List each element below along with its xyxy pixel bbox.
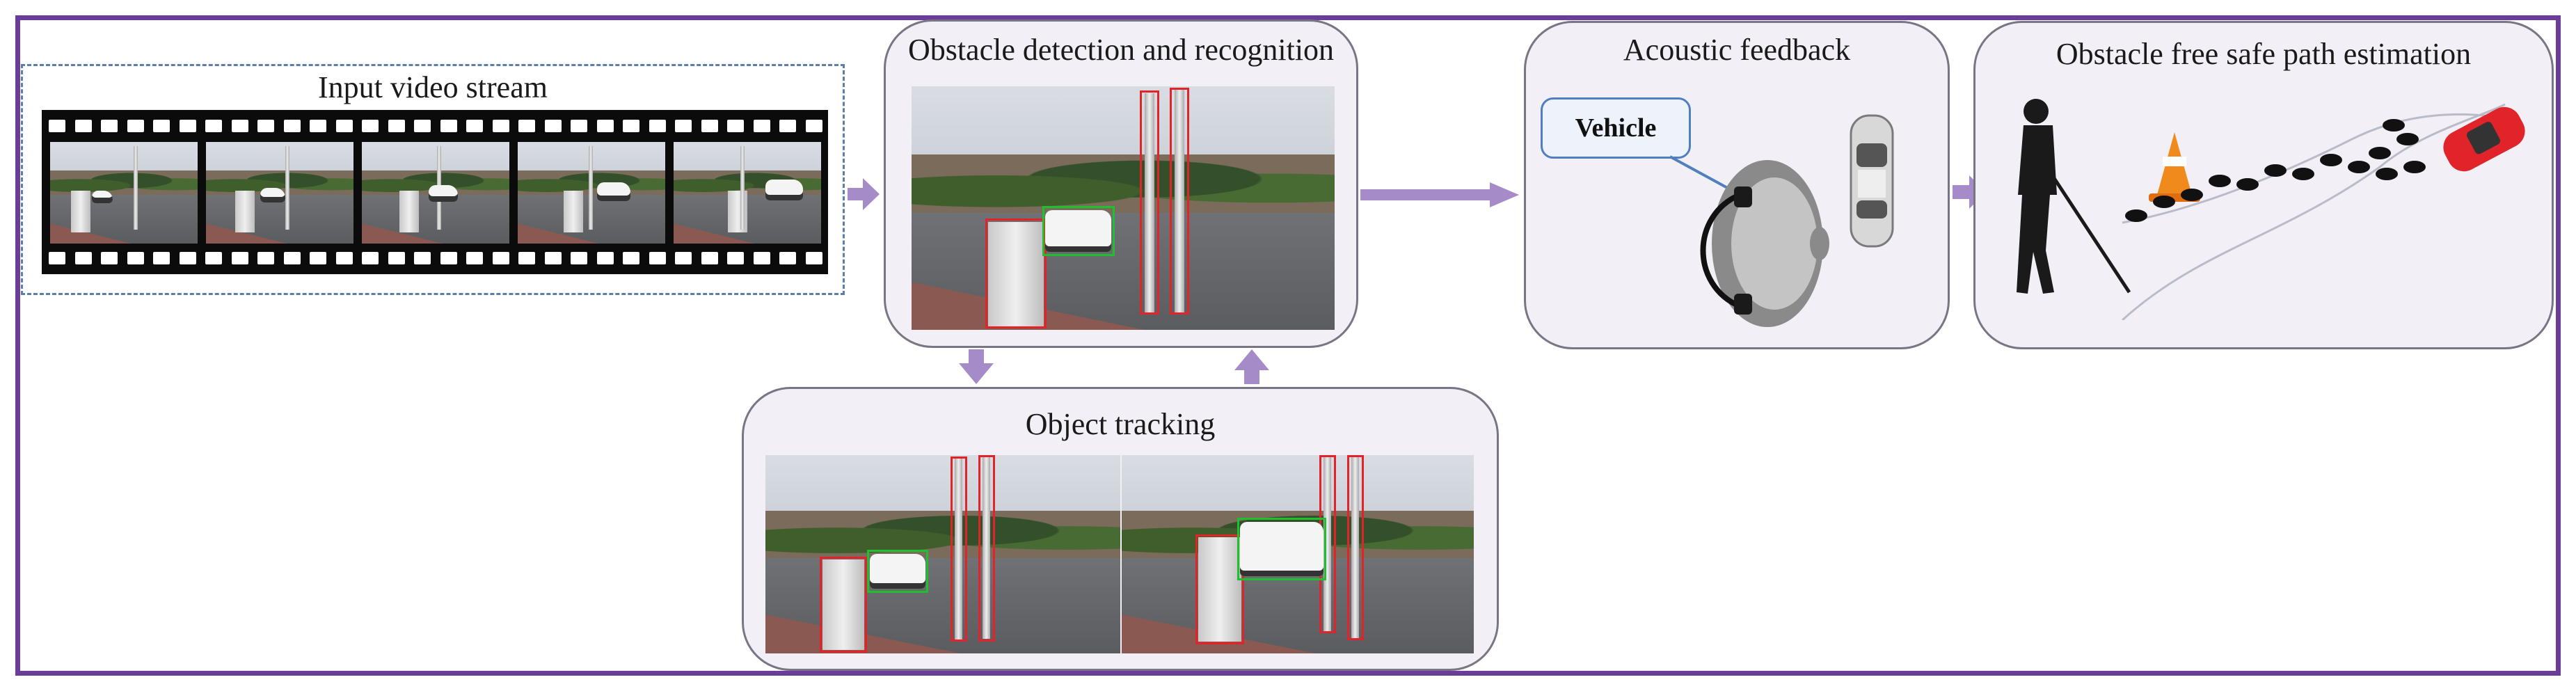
film-perforation: [49, 120, 65, 132]
film-perforation: [701, 252, 718, 264]
film-perforation: [205, 252, 222, 264]
film-perforation: [283, 120, 301, 132]
head-headphones-icon: [1669, 155, 1829, 327]
arrow-detection-to-tracking: [959, 349, 994, 384]
film-perforation: [74, 120, 92, 132]
tracking-image-2: [1122, 455, 1474, 653]
film-perforation: [101, 252, 118, 264]
film-perforation: [283, 252, 301, 264]
film-perforation: [779, 120, 796, 132]
film-perforation: [127, 252, 144, 264]
tracking-box-pole-1a: [951, 456, 967, 642]
film-perforation: [492, 120, 509, 132]
input-video-title: Input video stream: [318, 70, 548, 104]
film-perforation: [335, 252, 353, 264]
film-perforation: [179, 120, 196, 132]
detection-box-car: [1042, 206, 1115, 256]
film-perforation: [649, 120, 666, 132]
film-perforation: [414, 120, 431, 132]
footprints-icon: [2125, 119, 2426, 222]
tracking-box-pole-2b: [1347, 455, 1364, 640]
arrow-input-to-detection: [848, 178, 880, 210]
film-perforation: [466, 120, 483, 132]
video-frame: [362, 142, 509, 244]
tracking-box-bollard-1: [820, 557, 867, 653]
film-perforation: [753, 120, 770, 132]
film-perforation: [310, 120, 326, 132]
video-frame: [206, 142, 353, 244]
video-frame: [518, 142, 665, 244]
film-perforation: [518, 120, 535, 132]
blind-person-icon: [2017, 99, 2131, 294]
video-frame: [674, 142, 821, 244]
film-perforation: [779, 252, 796, 264]
film-perforation: [623, 252, 639, 264]
film-perforation: [127, 120, 144, 132]
film-perforation: [466, 252, 483, 264]
detection-image: [912, 86, 1335, 330]
film-perforation: [205, 120, 222, 132]
film-perforation: [675, 252, 692, 264]
acoustic-title: Acoustic feedback: [1623, 33, 1851, 67]
film-perforation: [518, 252, 535, 264]
film-perforation: [153, 252, 170, 264]
film-perforation: [805, 120, 822, 132]
tracking-box-car-1: [867, 550, 928, 593]
film-perforation: [257, 120, 274, 132]
film-perforation: [649, 252, 666, 264]
film-perforation: [805, 252, 822, 264]
film-perforation: [388, 252, 405, 264]
film-perforation: [753, 252, 770, 264]
outer-frame: [15, 15, 2561, 676]
film-perforation: [701, 120, 718, 132]
film-perforation: [74, 252, 92, 264]
film-perforation: [101, 120, 118, 132]
film-perforation: [310, 252, 326, 264]
detection-box-pole-1: [1140, 90, 1159, 315]
film-perforation: [231, 120, 248, 132]
film-perforation: [571, 252, 587, 264]
red-car-icon: [2443, 106, 2525, 172]
film-perforation: [231, 252, 248, 264]
tracking-box-bollard-2: [1195, 534, 1244, 644]
vehicle-speech-bubble: Vehicle: [1541, 97, 1691, 159]
film-perforation: [257, 252, 274, 264]
film-perforation: [727, 120, 744, 132]
film-perforation: [49, 252, 65, 264]
film-perforation: [440, 252, 457, 264]
tracking-title: Object tracking: [1025, 407, 1216, 441]
film-perforation: [596, 252, 614, 264]
tracking-image-1: [765, 455, 1120, 653]
arrow-detection-to-acoustic: [1360, 182, 1519, 207]
film-strip-icon: [42, 110, 828, 274]
safe-path-title: Obstacle free safe path estimation: [2056, 37, 2472, 71]
film-perforation: [414, 252, 431, 264]
detection-title: Obstacle detection and recognition: [907, 33, 1335, 67]
film-perforation: [492, 252, 509, 264]
film-perforation: [675, 120, 692, 132]
film-perforation: [544, 252, 562, 264]
film-perforation: [362, 120, 379, 132]
detection-box-bollard: [985, 219, 1047, 328]
film-perforation: [440, 120, 457, 132]
film-perforation: [623, 120, 639, 132]
video-frame: [50, 142, 198, 244]
arrow-tracking-to-detection: [1234, 349, 1269, 384]
detection-box-pole-2: [1170, 88, 1189, 315]
film-perforation: [179, 252, 196, 264]
safe-path-panel: [1973, 21, 2554, 349]
car-top-view-icon: [1850, 114, 1894, 248]
tracking-box-car-2: [1237, 518, 1326, 580]
tracking-box-pole-1b: [978, 455, 995, 642]
film-perforation: [335, 120, 353, 132]
safe-path-illustration: [2017, 99, 2525, 320]
film-perforation: [544, 120, 562, 132]
film-perforation: [362, 252, 379, 264]
film-perforation: [596, 120, 614, 132]
film-perforation: [153, 120, 170, 132]
film-perforation: [727, 252, 744, 264]
film-perforation: [571, 120, 587, 132]
film-perforation: [388, 120, 405, 132]
